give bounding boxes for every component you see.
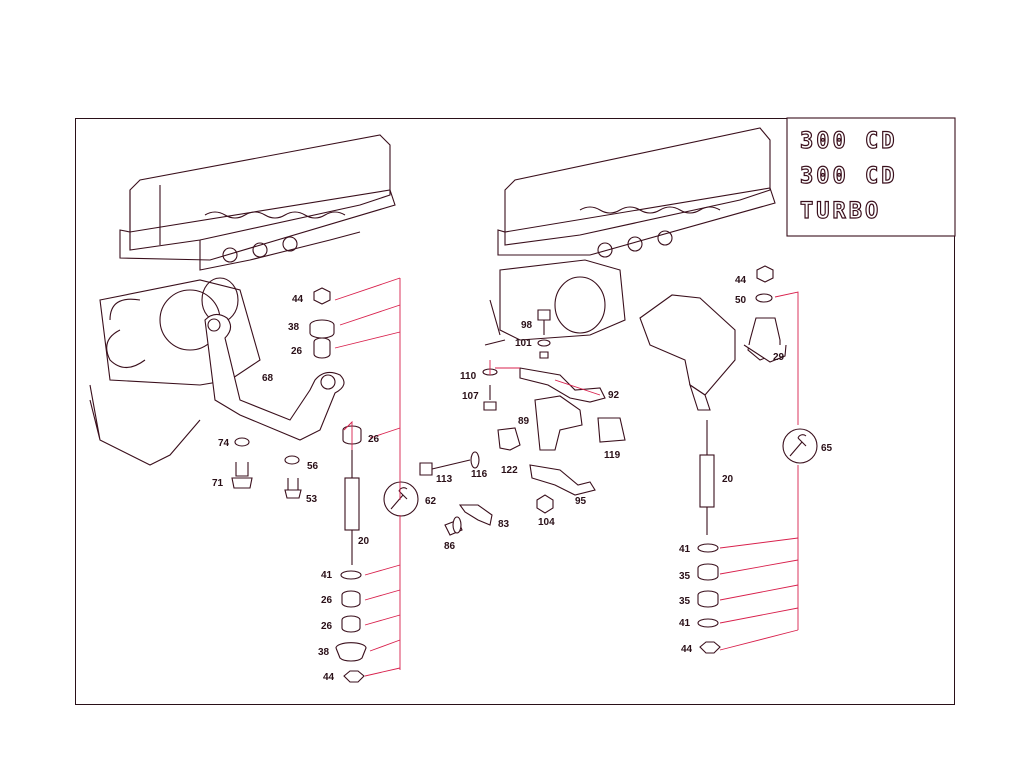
callout: 89	[518, 416, 530, 427]
left-leader-lines	[334, 277, 401, 677]
callout: 104	[538, 517, 555, 528]
callout: 65	[821, 443, 833, 454]
callout: 41	[679, 544, 691, 555]
callout: 35	[679, 596, 691, 607]
callout: 83	[498, 519, 510, 530]
callout: 35	[679, 571, 691, 582]
callout: 29	[773, 352, 785, 363]
callout: 44	[292, 294, 304, 305]
callout: 41	[321, 570, 333, 581]
callout: 62	[425, 496, 437, 507]
callout: 26	[291, 346, 303, 357]
callout: 53	[306, 494, 318, 505]
callout: 20	[358, 536, 370, 547]
callout: 26	[321, 595, 333, 606]
callout: 68	[262, 373, 274, 384]
callout: 92	[608, 390, 620, 401]
callout: 50	[735, 295, 747, 306]
callout: 26	[368, 434, 380, 445]
callout: 20	[722, 474, 734, 485]
callout: 56	[307, 461, 319, 472]
callout: 116	[471, 469, 488, 480]
callout: 101	[515, 338, 532, 349]
callout-labels-center: 98 101 110 107 92 89 113 116 122 119 95 …	[436, 320, 621, 552]
callout: 74	[218, 438, 230, 449]
badge-panel: 300 CD 300 CD TURBO	[786, 117, 956, 237]
callout: 41	[679, 618, 691, 629]
engine-left-illustration	[89, 134, 396, 466]
callout: 122	[501, 465, 518, 476]
diagram-frame	[75, 118, 955, 705]
callout: 44	[323, 672, 335, 683]
callout-labels-right: 44 50 29 65 20 41 35 35 41 44	[679, 275, 833, 655]
badge-300cd-1: 300 CD	[800, 129, 897, 154]
callout: 98	[521, 320, 533, 331]
callout: 71	[212, 478, 224, 489]
callout: 38	[318, 647, 330, 658]
callout: 95	[575, 496, 587, 507]
callout: 113	[436, 474, 453, 485]
callout: 38	[288, 322, 300, 333]
engine-center-illustration	[484, 127, 776, 346]
center-parts-group	[419, 309, 626, 536]
callout: 86	[444, 541, 456, 552]
right-parts-group	[639, 265, 818, 654]
callout: 44	[735, 275, 747, 286]
callout: 110	[460, 371, 477, 382]
callout: 107	[462, 391, 479, 402]
engine-mount-bracket-left	[204, 313, 345, 441]
badge-300cd-2: 300 CD	[800, 164, 897, 189]
callout-labels-left: 44 38 26 68 26 74 56 71 53 62 20 41 26 2…	[212, 294, 437, 683]
callout: 44	[681, 644, 693, 655]
badge-turbo: TURBO	[800, 199, 881, 224]
callout: 26	[321, 621, 333, 632]
callout: 119	[604, 450, 621, 461]
